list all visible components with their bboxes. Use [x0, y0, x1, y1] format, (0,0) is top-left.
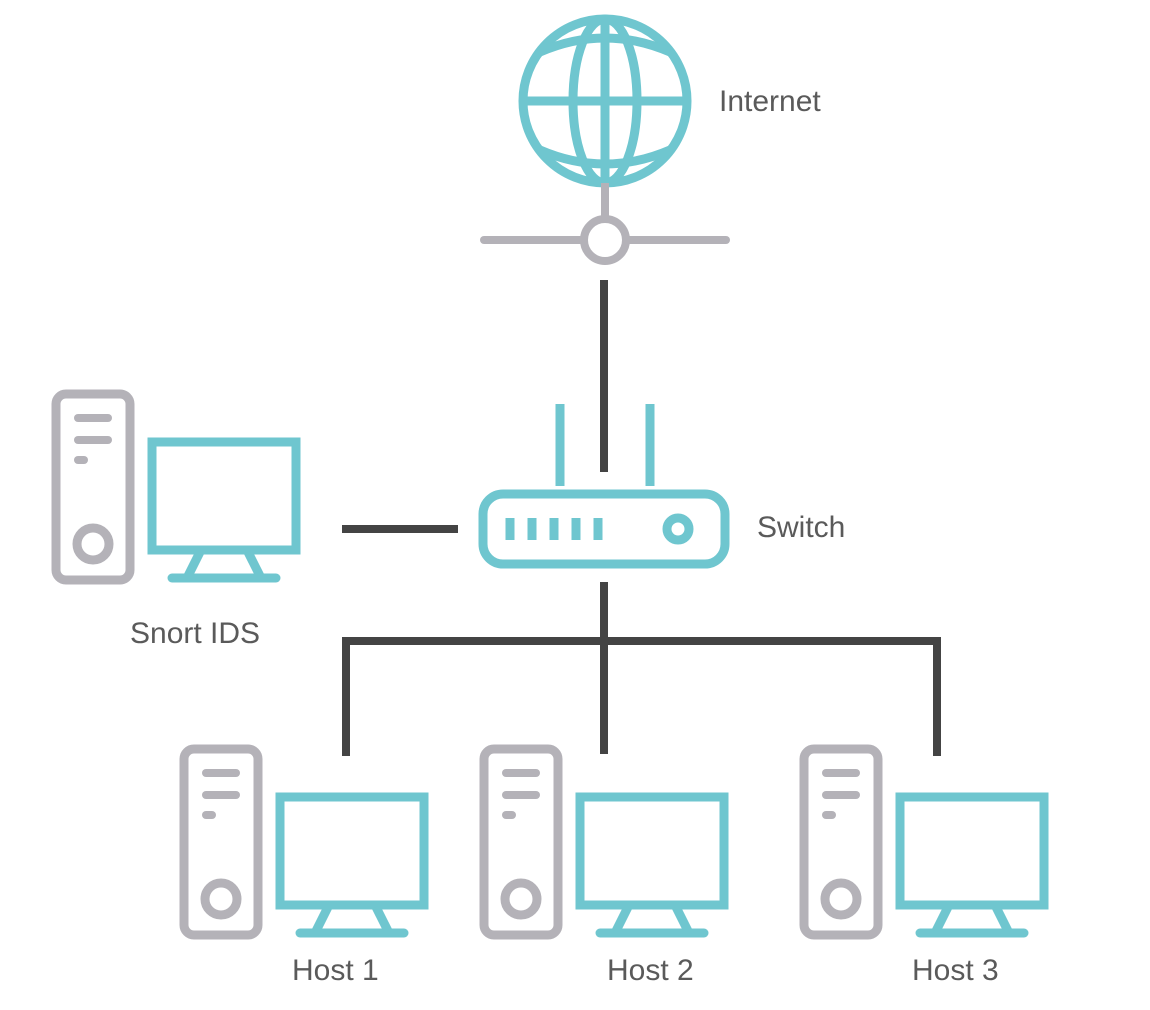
- host2-computer-icon: [484, 749, 724, 935]
- host3-computer-icon: [804, 749, 1044, 935]
- globe-icon: [518, 14, 692, 188]
- network-node-icon: [480, 183, 730, 265]
- host2-label: Host 2: [607, 954, 694, 987]
- snort-ids-computer-icon: [56, 394, 296, 580]
- host3-label: Host 3: [912, 954, 999, 987]
- internet-label: Internet: [719, 85, 821, 118]
- switch-label: Switch: [757, 511, 846, 544]
- router-icon: [478, 404, 730, 569]
- link-bus-horizontal: [342, 637, 941, 756]
- host1-computer-icon: [184, 749, 424, 935]
- host1-label: Host 1: [292, 954, 379, 987]
- snort-ids-label: Snort IDS: [130, 617, 261, 650]
